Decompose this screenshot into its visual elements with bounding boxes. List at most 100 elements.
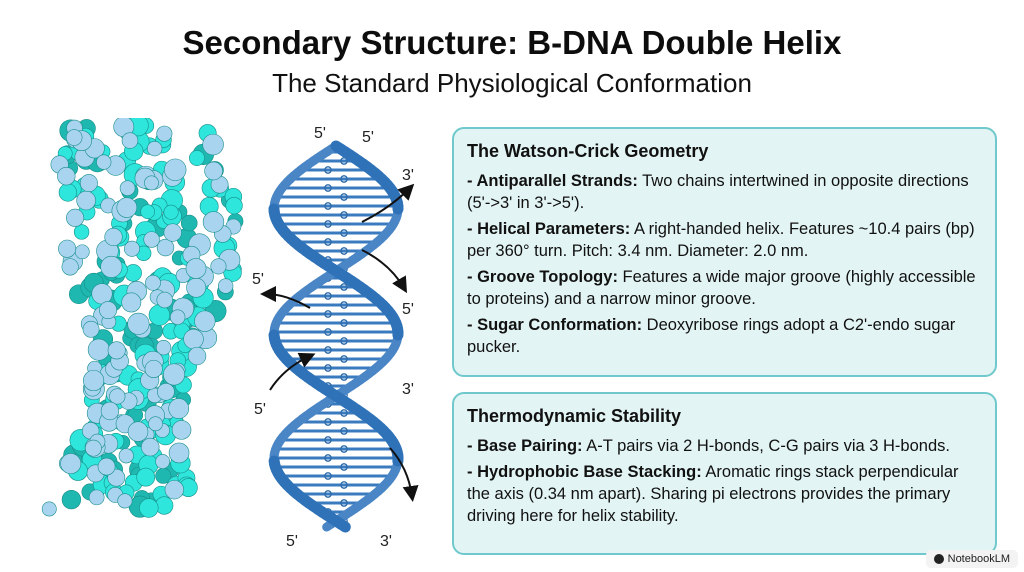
double-helix-ribbon-diagram: 5' 5' 3' 5' 5' 3' 5' 5' 3' (252, 125, 419, 550)
base-ring (340, 319, 348, 327)
base-ring (340, 337, 348, 345)
atom-sphere (83, 369, 105, 392)
base-ring (340, 355, 348, 363)
base-ring (324, 454, 332, 462)
base-ring (340, 427, 348, 435)
label-top-right: 5' (362, 129, 374, 146)
atom-sphere (96, 154, 112, 170)
base-ring (340, 463, 348, 471)
atom-sphere (136, 467, 156, 487)
atom-sphere (88, 489, 105, 506)
item-helical-parameters: - Helical Parameters: A right-handed hel… (467, 218, 983, 262)
base-ring (324, 310, 332, 318)
base-ring (340, 193, 348, 201)
atom-sphere (124, 240, 140, 257)
base-ring (340, 445, 348, 453)
strand-back (269, 141, 403, 532)
notebooklm-logo-icon (933, 554, 944, 564)
base-ring (340, 211, 348, 219)
item-label: - Hydrophobic Base Stacking: (467, 463, 702, 481)
atom-sphere (185, 258, 207, 279)
base-ring (340, 229, 348, 237)
atom-sphere (87, 338, 110, 361)
item-label: - Antiparallel Strands: (467, 172, 638, 190)
atom-sphere (169, 309, 186, 325)
atom-sphere (61, 258, 79, 276)
base-ring (324, 364, 332, 372)
atom-sphere (163, 363, 186, 386)
label-lower-right: 3' (402, 381, 414, 398)
atom-sphere (194, 310, 216, 332)
atom-sphere (164, 158, 187, 181)
direction-arrows (260, 183, 419, 502)
atom-sphere (100, 255, 123, 278)
atom-sphere (60, 453, 82, 475)
atom-sphere (148, 416, 163, 432)
base-ring (324, 202, 332, 210)
base-ring (340, 373, 348, 381)
item-text: A right-handed helix. Features ~10.4 pai… (467, 220, 975, 260)
base-ring (324, 436, 332, 444)
base-ring (340, 247, 348, 255)
atom-sphere (183, 328, 204, 350)
atom-sphere (155, 339, 172, 356)
atom-sphere (139, 498, 159, 518)
atom-sphere (143, 231, 160, 248)
item-base-pairing: - Base Pairing: A-T pairs via 2 H-bonds,… (467, 435, 983, 457)
atom-sphere (144, 175, 159, 191)
arrow-lower-left (269, 352, 316, 391)
atom-sphere (117, 493, 133, 509)
atom-sphere (127, 421, 149, 442)
label-top-left: 5' (314, 125, 326, 142)
atom-sphere (210, 258, 227, 275)
atom-sphere (156, 238, 175, 257)
atom-sphere (187, 346, 207, 366)
atom-sphere (99, 301, 118, 320)
item-label: - Helical Parameters: (467, 220, 631, 238)
notebooklm-badge: NotebookLM (925, 550, 1018, 568)
base-ring (324, 490, 332, 498)
badge-label: NotebookLM (947, 553, 1010, 565)
atom-sphere (121, 292, 142, 313)
atom-sphere (225, 197, 243, 215)
base-ring (340, 301, 348, 309)
atom-sphere (155, 454, 171, 469)
atom-sphere (202, 133, 224, 156)
atom-sphere (91, 283, 113, 305)
strand-front (268, 140, 404, 533)
atom-sphere (61, 489, 82, 510)
label-mid-left: 5' (252, 271, 264, 288)
base-ring (324, 418, 332, 426)
atom-sphere (163, 204, 179, 220)
atom-sphere (74, 244, 90, 260)
label-bottom-right: 3' (380, 533, 392, 550)
watson-crick-geometry-panel: The Watson-Crick Geometry - Antiparallel… (452, 127, 997, 377)
item-sugar-conformation: - Sugar Conformation: Deoxyribose rings … (467, 314, 983, 358)
label-upper-right: 3' (402, 167, 414, 184)
base-ring (324, 328, 332, 336)
atom-sphere (168, 398, 190, 419)
atom-sphere (97, 457, 116, 476)
item-text: A-T pairs via 2 H-bonds, C-G pairs via 3… (582, 437, 950, 455)
thermodynamic-stability-panel: Thermodynamic Stability - Base Pairing: … (452, 392, 997, 555)
atom-sphere (109, 388, 126, 405)
base-ring (324, 184, 332, 192)
atom-sphere (189, 150, 205, 166)
space-filling-dna-model (41, 118, 244, 518)
base-ring (324, 238, 332, 246)
panel-title: Thermodynamic Stability (467, 406, 682, 426)
item-text: Two chains intertwined in opposite direc… (467, 172, 969, 212)
atom-sphere (202, 211, 225, 233)
atom-sphere (168, 442, 190, 464)
base-ring (324, 220, 332, 228)
base-ring (340, 157, 348, 165)
atom-sphere (41, 501, 57, 517)
arrow-mid-right (361, 249, 408, 294)
atom-sphere (116, 197, 138, 218)
arrow-mid-left (260, 286, 311, 309)
atom-sphere (204, 161, 223, 181)
label-mid-right: 5' (402, 301, 414, 318)
label-bottom-left: 5' (286, 533, 298, 550)
atom-sphere (140, 204, 155, 220)
item-text: Aromatic rings stack perpendicular the a… (467, 463, 959, 525)
